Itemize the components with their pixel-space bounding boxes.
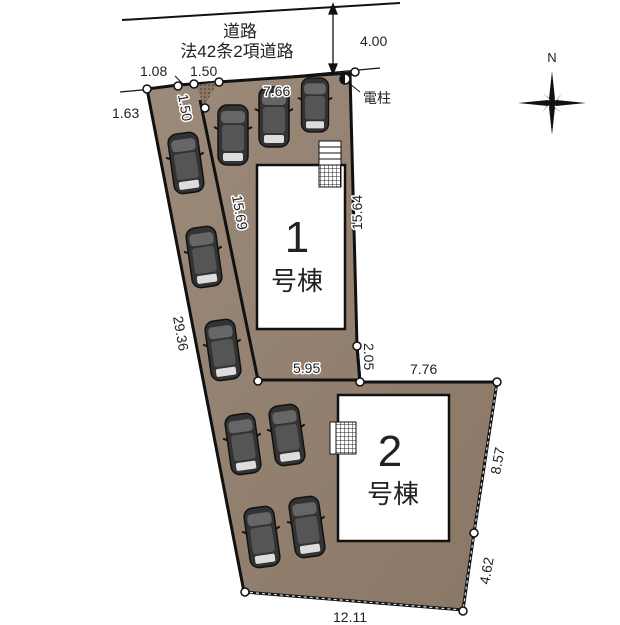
entry-stairs-2 — [329, 421, 357, 455]
boundary-markers — [142, 67, 502, 616]
road-type-label: 法42条2項道路 — [180, 42, 293, 61]
entry-stairs-1 — [318, 140, 342, 188]
utility-pole-label: 電柱 — [363, 90, 391, 106]
utility-pole-icon — [339, 73, 361, 93]
dim-east-lower: 4.62 — [476, 556, 497, 586]
dim-lot1-right: 15.64 — [349, 195, 365, 230]
dim-east-upper: 8.57 — [487, 446, 508, 476]
dim-top-left-2: 1.50 — [190, 63, 217, 79]
dim-west-long: 29.36 — [170, 315, 192, 352]
building-2-number: 2 — [378, 427, 402, 476]
compass-rose-icon — [518, 71, 586, 135]
north-label: N — [547, 50, 556, 65]
dim-step: 2.05 — [361, 343, 377, 370]
road-width-arrow — [328, 2, 338, 76]
building-2-label: 号棟 — [367, 479, 419, 509]
dim-lot2-top: 7.76 — [410, 361, 437, 377]
road-width-label: 4.00 — [360, 33, 387, 49]
dim-top-left-1: 1.08 — [140, 63, 167, 79]
dim-lot1-bottom: 5.95 — [293, 360, 320, 376]
dim-south: 12.11 — [333, 609, 367, 625]
building-2: 2 号棟 — [336, 393, 451, 543]
building-1-number: 1 — [285, 213, 309, 262]
building-1-label: 号棟 — [271, 266, 323, 296]
dim-left-corner: 1.63 — [112, 105, 139, 121]
dim-top-frontage: 7.66 — [263, 83, 290, 99]
building-1: 1 号棟 — [255, 163, 347, 331]
road-label: 道路 — [223, 22, 257, 41]
dim-strip-width: 1.50 — [175, 93, 196, 123]
